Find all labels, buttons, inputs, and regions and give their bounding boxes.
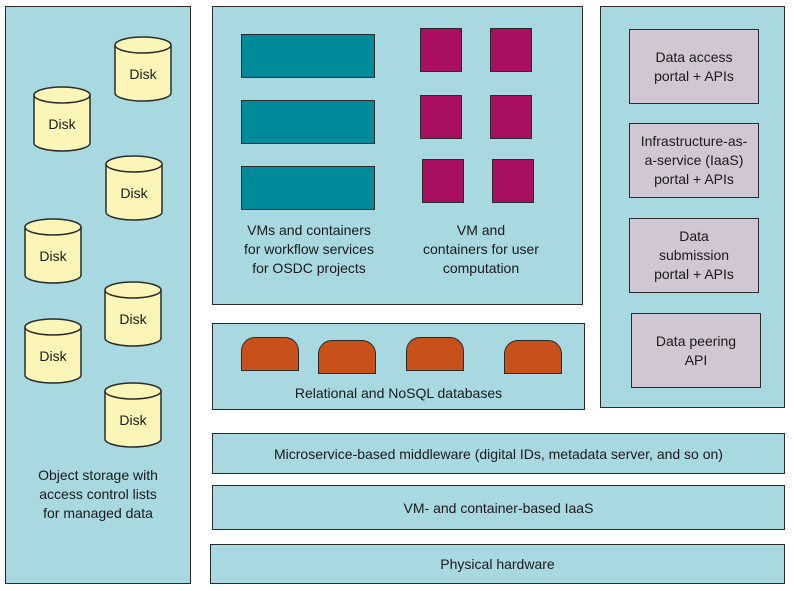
middleware-layer: Microservice-based middleware (digital I… — [212, 433, 785, 474]
disk-icon: Disk — [104, 382, 162, 448]
disk-icon: Disk — [105, 155, 163, 221]
databases-caption: Relational and NoSQL databases — [294, 385, 503, 401]
disk-label: Disk — [39, 348, 67, 364]
data-access-portal: Data access portal + APIs — [629, 29, 759, 104]
user-vm-block — [490, 28, 532, 72]
database-icon — [318, 340, 376, 374]
database-icon — [406, 337, 464, 371]
user-vm-caption: VM and containers for user computation — [423, 222, 539, 276]
workflow-vm-block — [241, 100, 375, 144]
disk-label: Disk — [119, 412, 147, 428]
workflow-vm-block — [241, 166, 375, 210]
disk-label: Disk — [39, 248, 67, 264]
user-vm-block — [422, 159, 464, 203]
database-icon — [504, 340, 562, 374]
iaas-layer: VM- and container-based IaaS — [212, 485, 785, 530]
database-icon — [241, 337, 299, 371]
disk-label: Disk — [119, 311, 147, 327]
user-vm-block — [490, 95, 532, 139]
disk-label: Disk — [129, 66, 157, 82]
user-vm-block — [420, 28, 462, 72]
user-vm-block — [420, 95, 462, 139]
disk-icon: Disk — [114, 36, 172, 102]
data-peering-api: Data peering API — [631, 313, 761, 388]
disk-label: Disk — [48, 116, 76, 132]
iaas-portal: Infrastructure-as- a-service (IaaS) port… — [629, 123, 759, 198]
data-submission-portal: Data submission portal + APIs — [629, 218, 759, 293]
workflow-vm-block — [241, 34, 375, 78]
user-vm-block — [492, 159, 534, 203]
disk-label: Disk — [120, 185, 148, 201]
disk-icon: Disk — [33, 86, 91, 152]
disk-icon: Disk — [104, 281, 162, 347]
disk-icon: Disk — [24, 318, 82, 384]
object-storage-caption: Object storage with access control lists… — [38, 467, 158, 521]
disk-icon: Disk — [24, 218, 82, 284]
workflow-vm-caption: VMs and containers for workflow services… — [244, 222, 374, 276]
physical-hardware-layer: Physical hardware — [210, 544, 785, 584]
